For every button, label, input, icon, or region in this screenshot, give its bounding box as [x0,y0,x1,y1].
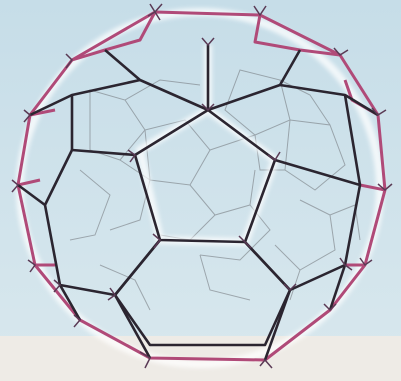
photo-scene [0,0,401,381]
buckyball-illustration [0,0,401,381]
